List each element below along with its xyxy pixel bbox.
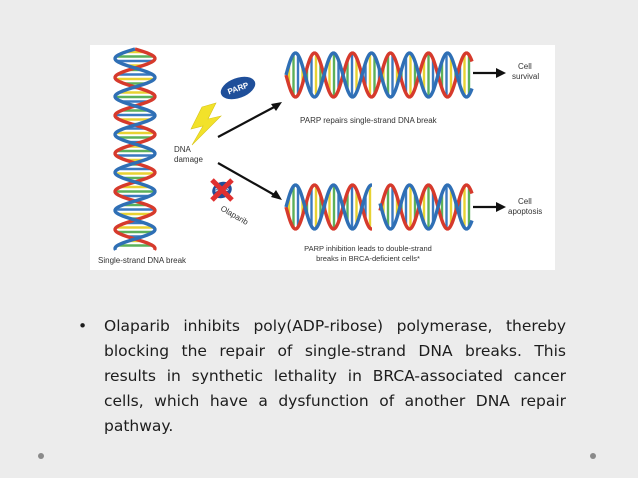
single-strand-break-label: Single-strand DNA break <box>98 256 187 265</box>
inhibition-label-line1: PARP inhibition leads to double-strand <box>304 244 432 253</box>
arrow-to-break <box>217 162 282 200</box>
parp-repairs-label: PARP repairs single-strand DNA break <box>300 116 438 125</box>
corner-dot-right <box>590 453 596 459</box>
dna-repair-diagram: PARP PARP Olaparib DNA damage Single-str… <box>98 47 542 265</box>
arrow-to-survival <box>473 68 506 78</box>
parp-enzyme-icon: PARP <box>220 76 256 100</box>
broken-dna-helix <box>284 183 474 231</box>
dna-strand-red <box>284 51 474 99</box>
repaired-dna-helix <box>284 51 474 99</box>
olaparib-label: Olaparib <box>219 204 250 227</box>
corner-dot-left <box>38 453 44 459</box>
arrow-to-repair <box>217 102 282 138</box>
bullet-text: Olaparib inhibits poly(ADP-ribose) polym… <box>104 317 566 435</box>
dna-damage-label-line1: DNA <box>174 145 192 154</box>
bullet-list: • Olaparib inhibits poly(ADP-ribose) pol… <box>78 314 566 439</box>
cell-survival-label-line1: Cell <box>518 62 532 71</box>
cell-survival-label-line2: survival <box>512 72 539 81</box>
inhibited-parp-icon: PARP <box>210 178 234 202</box>
vertical-dna-helix <box>113 47 157 251</box>
dna-strand-blue <box>284 51 474 99</box>
inhibition-label-line2: breaks in BRCA-deficient cells* <box>316 254 420 263</box>
bullet-symbol: • <box>78 317 88 335</box>
cell-apoptosis-label-line2: apoptosis <box>508 207 542 216</box>
dna-damage-label-line2: damage <box>174 155 203 164</box>
dna-strand-blue <box>113 47 157 251</box>
dna-strand-red <box>113 47 157 251</box>
arrow-to-apoptosis <box>473 202 506 212</box>
lightning-bolt-icon <box>190 102 222 146</box>
cell-apoptosis-label-line1: Cell <box>518 197 532 206</box>
dna-strand-blue <box>284 183 474 231</box>
parp-mechanism-figure: PARP PARP Olaparib DNA damage Single-str… <box>90 45 555 270</box>
